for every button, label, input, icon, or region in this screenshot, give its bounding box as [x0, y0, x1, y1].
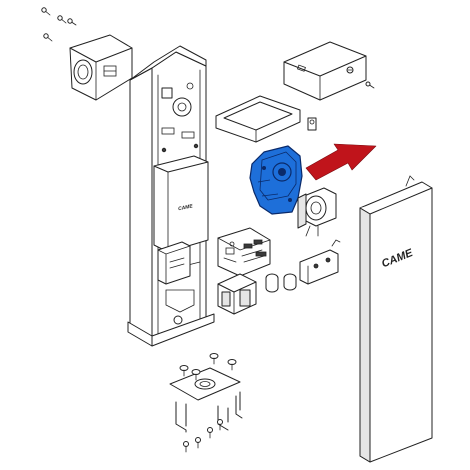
- bushing-part: [283, 273, 297, 291]
- screw-icon: [209, 353, 219, 365]
- arrow-icon: [305, 143, 377, 181]
- front-cover-panel: CAME: [359, 175, 433, 463]
- anchor-nuts: [179, 353, 237, 381]
- screw-icon: [217, 419, 223, 431]
- top-cap-bracket: [69, 34, 133, 101]
- screw-icon: [67, 18, 77, 26]
- bottom-screws: [183, 419, 223, 453]
- terminal-block: [299, 239, 341, 285]
- screw-icon: [43, 33, 53, 42]
- electronics-cover-box: [283, 41, 375, 101]
- screw-set-top-left: [41, 7, 77, 42]
- column-junction-block: [157, 241, 191, 285]
- screw-icon: [207, 427, 213, 439]
- screw-icon: [57, 15, 67, 24]
- control-panel-box: CAME: [153, 155, 209, 253]
- anchor-bolts: [175, 391, 243, 433]
- screw-icon: [191, 369, 201, 381]
- highlighted-gearmotor-part: [249, 145, 303, 215]
- circuit-board: [217, 227, 271, 277]
- capacitor: [265, 273, 279, 293]
- gasket-tray: [215, 95, 301, 143]
- electric-motor: [297, 187, 337, 237]
- column-base: [127, 313, 215, 347]
- screw-icon: [195, 437, 201, 449]
- small-clip: [307, 117, 317, 131]
- screw-icon: [41, 7, 51, 16]
- transformer: [217, 273, 257, 315]
- anchor-plate: [169, 367, 241, 401]
- screw-icon: [183, 441, 189, 453]
- panel-brand-label: CAME: [178, 203, 194, 212]
- screw-icon: [227, 359, 237, 371]
- screw-icon: [179, 365, 189, 377]
- screw-icon: [365, 81, 375, 89]
